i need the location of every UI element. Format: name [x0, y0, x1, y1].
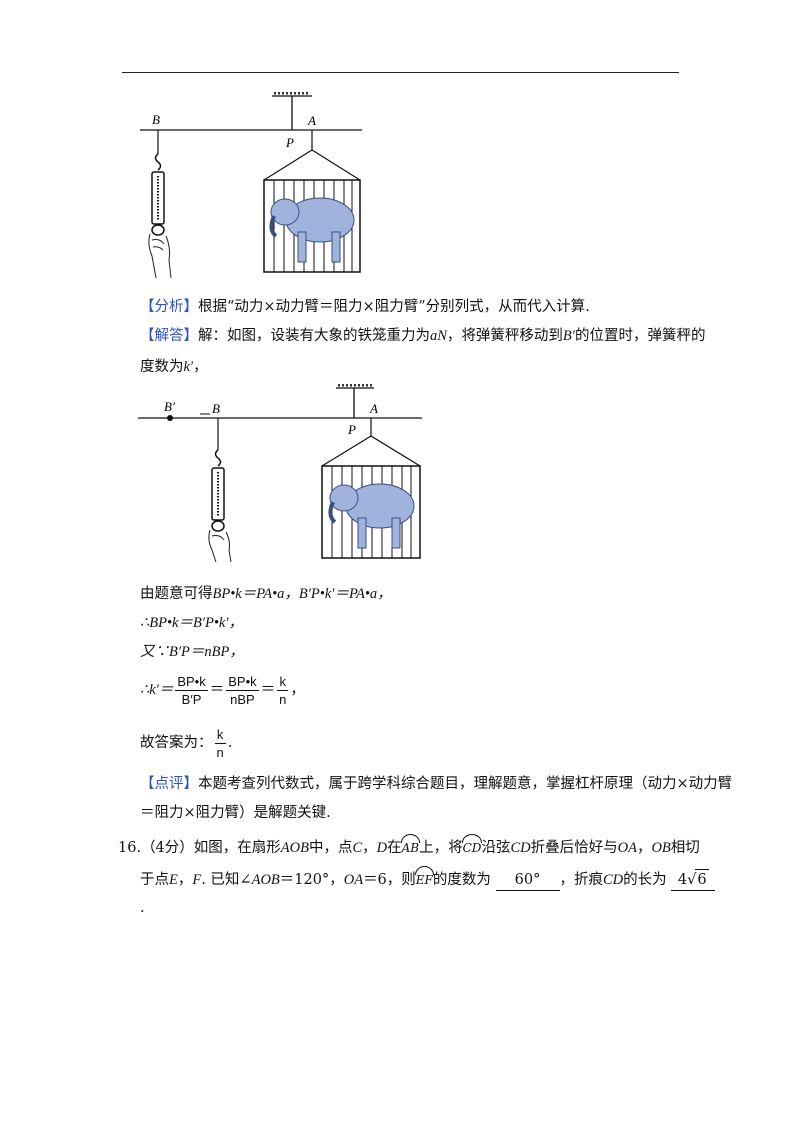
solution-line-1: 【解答】解：如图，设装有大象的铁笼重力为aN，将弹簧秤移动到B′的位置时，弹簧秤… — [140, 326, 705, 346]
p16-l2-t5: ＝6，则 — [363, 872, 416, 888]
eq4-lead: ∴k′＝ — [140, 682, 174, 698]
comment-text-1: 本题考查列代数式，属于跨学科综合题目，理解题意，掌握杠杆原理（动力×动力臂 — [198, 776, 733, 792]
label-b-prime: B′ — [164, 399, 175, 414]
var-aN: aN — [430, 328, 447, 344]
solution-text-2a: 度数为 — [140, 359, 184, 375]
answer-blank-2: 4√6 — [671, 869, 716, 891]
p16-l2-t7: ，折痕 — [559, 872, 604, 888]
p16-end-dot: . — [140, 900, 145, 916]
p16-e: E — [169, 872, 178, 888]
p16-l2-oa: OA — [343, 872, 364, 888]
p16-l2-aob: AOB — [251, 872, 280, 888]
problem16-line-3: . — [140, 898, 145, 918]
solution-text-2b: ， — [193, 359, 208, 375]
eq4-end: ， — [290, 682, 305, 698]
analysis-text: 根据“动力×动力臂＝阻力×阻力臂”分别列式，从而代入计算. — [198, 299, 590, 315]
solution-eq-3: 又∵B′P＝nBP， — [140, 642, 244, 662]
p16-t7: 折叠后恰好与 — [530, 840, 618, 856]
analysis-line: 【分析】根据“动力×动力臂＝阻力×阻力臂”分别列式，从而代入计算. — [140, 297, 590, 317]
answer-den: n — [216, 744, 224, 760]
p16-t8: ， — [636, 840, 652, 856]
problem-number: 16. — [118, 840, 142, 856]
problem-score: （4分） — [141, 840, 194, 856]
p16-l2-t6: 的度数为 — [432, 872, 491, 888]
label-p: P — [285, 135, 294, 150]
answer-num: k — [214, 727, 226, 744]
elephant-icon — [269, 197, 355, 263]
var-b-prime: B′ — [562, 328, 575, 344]
comment-line-1: 【点评】本题考查列代数式，属于跨学科综合题目，理解题意，掌握杠杆原理（动力×动力… — [140, 774, 732, 794]
answer-1: 60° — [514, 872, 541, 888]
problem16-line-1: 16.（4分）如图，在扇形AOB中，点C，D在AB上，将CD沿弦CD折叠后恰好与… — [118, 834, 700, 858]
label-a: A — [307, 113, 316, 128]
p16-l2-t4: ＝120°， — [279, 872, 344, 888]
p16-l2-cd: CD — [603, 872, 624, 888]
solution-eq-2: ∴BP•k＝B′P•k′， — [140, 613, 243, 633]
p16-f: F — [192, 872, 202, 888]
p16-t6: 沿弦 — [481, 840, 511, 856]
p16-aob: AOB — [280, 840, 309, 856]
solution-text-1a: 解：如图，设装有大象的铁笼重力为 — [198, 328, 430, 344]
p16-l2-t2: ， — [177, 872, 193, 888]
p16-t5: 上，将 — [419, 840, 463, 856]
frac2-num: BP•k — [226, 673, 259, 691]
answer-lead: 故答案为： — [140, 735, 213, 751]
p16-ob: OB — [651, 840, 671, 856]
arc-cd: CD — [461, 834, 483, 858]
solution-eq-1: 由题意可得BP•k＝PA•a，B′P•k′＝PA•a， — [140, 584, 392, 604]
p16-t3: ， — [362, 840, 377, 856]
comment-tag: 【点评】 — [140, 776, 198, 792]
p16-l2-t1: 于点 — [140, 872, 169, 888]
answer-end: . — [227, 735, 233, 751]
p16-t2: 中，点 — [308, 840, 353, 856]
arc-ef: EF — [414, 866, 434, 890]
comment-text-2: ＝阻力×阻力臂）是解题关键. — [140, 805, 331, 821]
point-b-prime — [167, 415, 173, 421]
eq2-math: ∴BP•k＝B′P•k′， — [140, 615, 244, 631]
p16-c: C — [352, 840, 363, 856]
eq1-math: BP•k＝PA•a，B′P•k′＝PA•a， — [212, 586, 392, 602]
solution-text-1c: 的位置时，弹簧秤的 — [574, 328, 706, 344]
frac1-num: BP•k — [175, 673, 208, 691]
p16-d: D — [376, 840, 388, 856]
label-b: B — [212, 401, 220, 416]
solution-text-1b: ，将弹簧秤移动到 — [446, 328, 563, 344]
label-b: B — [152, 112, 160, 127]
frac3-num: k — [277, 674, 289, 691]
p16-t1: 如图，在扇形 — [193, 840, 281, 856]
figure-lever-1: B A P — [140, 92, 362, 279]
answer-2-radicand: 6 — [695, 869, 709, 890]
label-a: A — [369, 401, 378, 416]
solution-tag: 【解答】 — [140, 328, 198, 344]
label-p: P — [347, 422, 356, 437]
answer-2-coef: 4 — [677, 872, 688, 888]
eq3-math: 又∵B′P＝nBP， — [140, 644, 244, 660]
p16-t9: 相切 — [670, 840, 700, 856]
p16-cd: CD — [510, 840, 531, 856]
p16-l2-t3: . 已知∠ — [201, 872, 252, 888]
frac2-den: nBP — [230, 691, 255, 707]
problem16-line-2: 于点E，F. 已知∠AOB＝120°，OA＝6，则EF的度数为 60° ，折痕CD… — [140, 866, 716, 891]
p16-oa: OA — [617, 840, 637, 856]
header-rule — [122, 72, 679, 73]
frac3-den: n — [279, 691, 287, 707]
eq1-lead: 由题意可得 — [140, 586, 213, 602]
arc-ab: AB — [400, 834, 421, 858]
comment-line-2: ＝阻力×阻力臂）是解题关键. — [140, 803, 331, 823]
var-k-prime: k′ — [183, 359, 194, 375]
solution-line-2: 度数为k′， — [140, 357, 208, 377]
answer-blank-1: 60° — [495, 870, 560, 891]
analysis-tag: 【分析】 — [140, 299, 198, 315]
p16-t4: 在 — [387, 840, 402, 856]
elephant-icon — [328, 483, 415, 549]
p16-l2-t8: 的长为 — [623, 872, 667, 888]
figure-lever-2: B′ B A P — [138, 384, 422, 563]
frac1-den: B′P — [181, 691, 202, 707]
